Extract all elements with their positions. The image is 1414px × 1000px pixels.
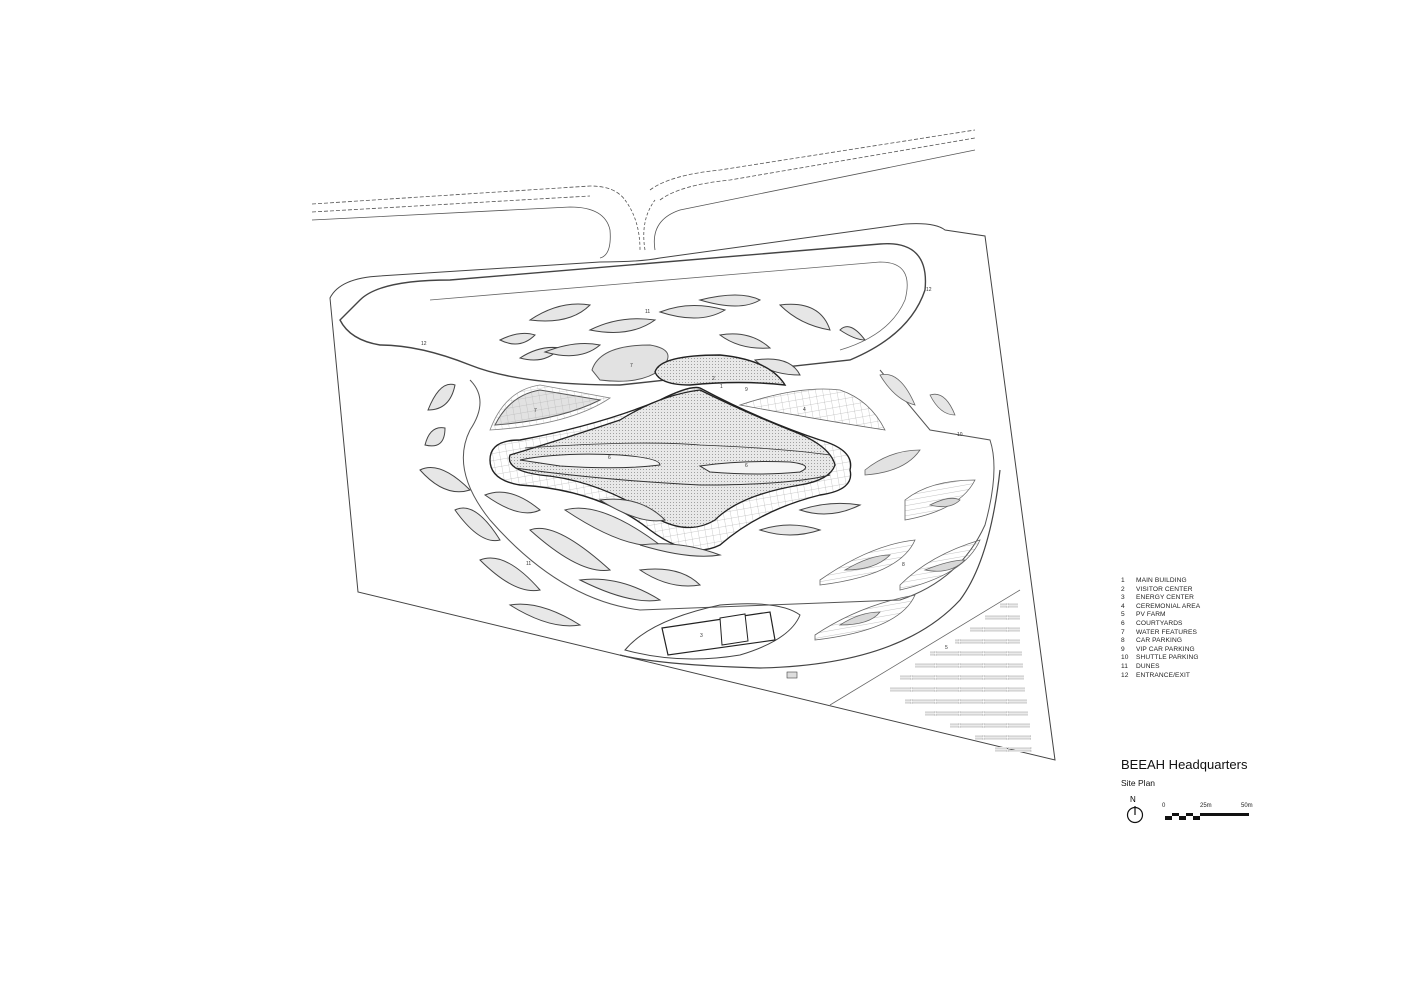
visitor-center bbox=[654, 354, 787, 386]
dunes-south bbox=[454, 491, 862, 627]
dunes-west bbox=[419, 383, 471, 493]
highway bbox=[311, 129, 976, 259]
perimeter-road bbox=[462, 369, 995, 611]
label-pv-farm: 5 bbox=[945, 645, 948, 651]
label-water-feature-north: 7 bbox=[630, 363, 633, 369]
label-courtyard-b: 6 bbox=[745, 463, 748, 469]
courtyard-a bbox=[519, 453, 661, 469]
drawing-title: BEEAH Headquarters bbox=[1121, 757, 1248, 772]
courtyard-b bbox=[698, 461, 807, 475]
drawing-subtitle: Site Plan bbox=[1121, 778, 1156, 788]
ceremonial-area bbox=[738, 388, 886, 431]
north-arrow-icon bbox=[1126, 806, 1144, 824]
label-entrance-west: 12 bbox=[421, 341, 427, 347]
label-dunes-south: 11 bbox=[526, 561, 531, 567]
pv-farm bbox=[890, 603, 1032, 752]
title-block: BEEAH Headquarters Site Plan bbox=[1121, 757, 1247, 788]
dunes-north bbox=[498, 294, 867, 376]
label-visitor-center: 2 bbox=[712, 376, 715, 382]
label-entrance-east: 12 bbox=[926, 287, 932, 293]
car-parking bbox=[814, 373, 981, 641]
label-energy-center: 3 bbox=[700, 633, 703, 639]
label-dunes-north: 11 bbox=[645, 309, 650, 315]
water-feature-north bbox=[591, 344, 669, 382]
north-label: N bbox=[1130, 795, 1136, 804]
label-shuttle-parking: 10 bbox=[957, 432, 963, 438]
label-main-building: 1 bbox=[720, 384, 723, 390]
label-vip-parking: 9 bbox=[745, 387, 748, 393]
site-boundary bbox=[329, 223, 1056, 761]
label-courtyard-a: 6 bbox=[608, 455, 611, 461]
label-water-feature-west: 7 bbox=[534, 408, 537, 414]
label-ceremonial-area: 4 bbox=[803, 407, 806, 413]
scale-bar-graphic bbox=[1165, 813, 1249, 820]
energy-center bbox=[624, 603, 801, 679]
label-car-parking: 8 bbox=[902, 562, 905, 568]
